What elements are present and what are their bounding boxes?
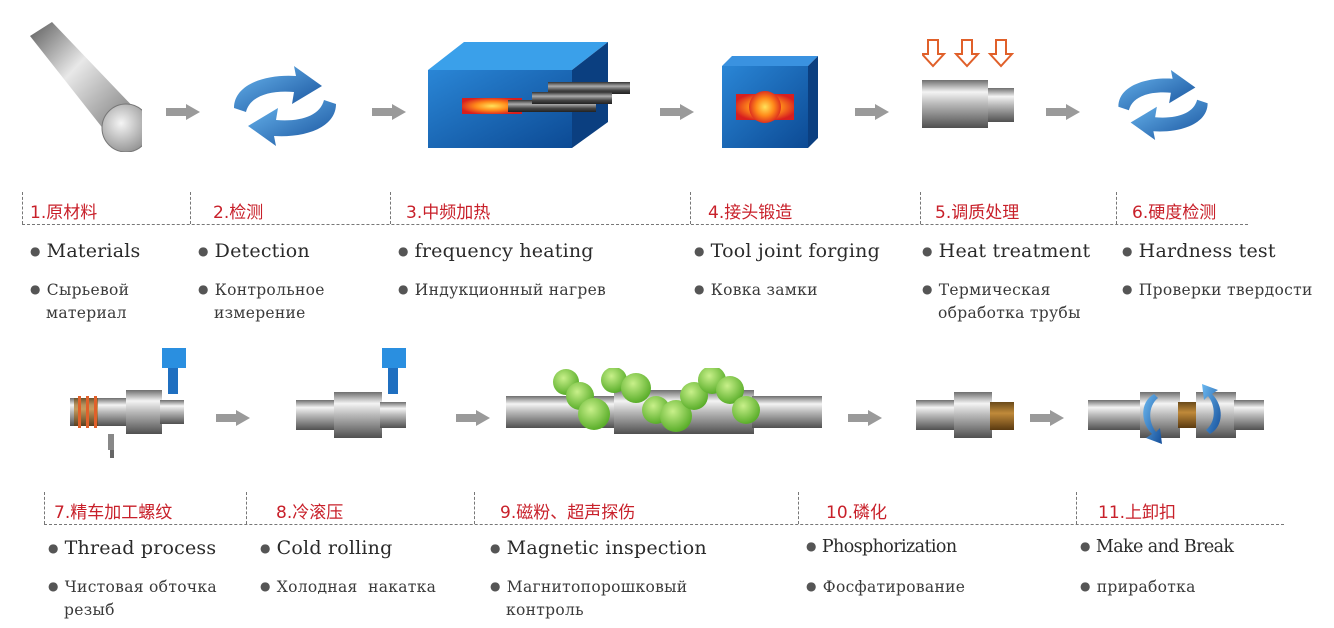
flow-arrow-icon <box>216 410 250 426</box>
steel-bar-icon <box>30 22 142 152</box>
step-english: ●Detection <box>198 240 310 262</box>
step-divider <box>246 492 247 524</box>
step-russian: ●Ковка замки <box>694 281 818 299</box>
step-divider <box>920 192 921 224</box>
step-label: 4.接头锻造 <box>708 203 793 223</box>
flow-arrow-icon <box>372 104 406 120</box>
heat-treatment-icon <box>922 39 1014 128</box>
magnetic-inspection-icon <box>506 368 822 434</box>
flow-arrow-icon <box>166 104 200 120</box>
step-english: ●Materials <box>30 240 141 262</box>
step-label: 6.硬度检测 <box>1132 203 1217 223</box>
step-divider <box>798 492 799 524</box>
step-english: ●Magnetic inspection <box>490 537 707 559</box>
step-russian: ●Индукционный нагрев <box>398 281 607 299</box>
step-label: 11.上卸扣 <box>1098 503 1177 523</box>
step-divider <box>1076 492 1077 524</box>
step-english: ●Phosphorization <box>806 537 957 557</box>
step-russian: ●Фосфатирование <box>806 578 966 596</box>
step-divider <box>44 492 45 524</box>
step-divider <box>474 492 475 524</box>
step-english: ●Make and Break <box>1080 537 1234 557</box>
flow-arrow-icon <box>660 104 694 120</box>
step-divider <box>190 192 191 224</box>
flow-arrow-icon <box>456 410 490 426</box>
step-divider <box>690 192 691 224</box>
step-label: 3.中频加热 <box>406 203 491 223</box>
step-divider <box>22 192 23 224</box>
hardness-cycle-icon <box>1118 70 1208 140</box>
step-label: 1.原材料 <box>30 203 98 223</box>
step-english: ●Heat treatment <box>922 240 1091 262</box>
step-english: ●Cold rolling <box>260 537 393 559</box>
step-english: ●Tool joint forging <box>694 240 880 262</box>
step-english: ●Thread process <box>48 537 217 559</box>
step-russian: ●Проверки твердости <box>1122 281 1313 299</box>
thread-process-icon <box>70 348 186 458</box>
phosphorization-icon <box>916 392 1014 438</box>
step-english: ●Hardness test <box>1122 240 1276 262</box>
flow-arrow-icon <box>1030 410 1064 426</box>
step-label: 7.精车加工螺纹 <box>54 503 173 523</box>
flow-arrow-icon <box>848 410 882 426</box>
forging-die-icon <box>722 56 818 148</box>
step-label: 8.冷滚压 <box>276 503 344 523</box>
row1-divider-line <box>22 224 1248 225</box>
make-break-icon <box>1088 384 1264 444</box>
flow-arrow-icon <box>855 104 889 120</box>
step-label: 10.磷化 <box>826 503 888 523</box>
step-divider <box>390 192 391 224</box>
row2-divider-line <box>44 524 1284 525</box>
cold-rolling-icon <box>296 348 406 438</box>
step-label: 5.调质处理 <box>935 203 1020 223</box>
step-label: 9.磁粉、超声探伤 <box>500 503 636 523</box>
induction-furnace-icon <box>428 42 630 148</box>
step-english: ●frequency heating <box>398 240 594 262</box>
step-divider <box>1116 192 1117 224</box>
flow-arrow-icon <box>1046 104 1080 120</box>
step-russian: ●приработка <box>1080 578 1196 596</box>
step-label: 2.检测 <box>213 203 264 223</box>
step-russian: ●Холодная накатка <box>260 578 437 596</box>
detection-cycle-icon <box>234 66 336 146</box>
